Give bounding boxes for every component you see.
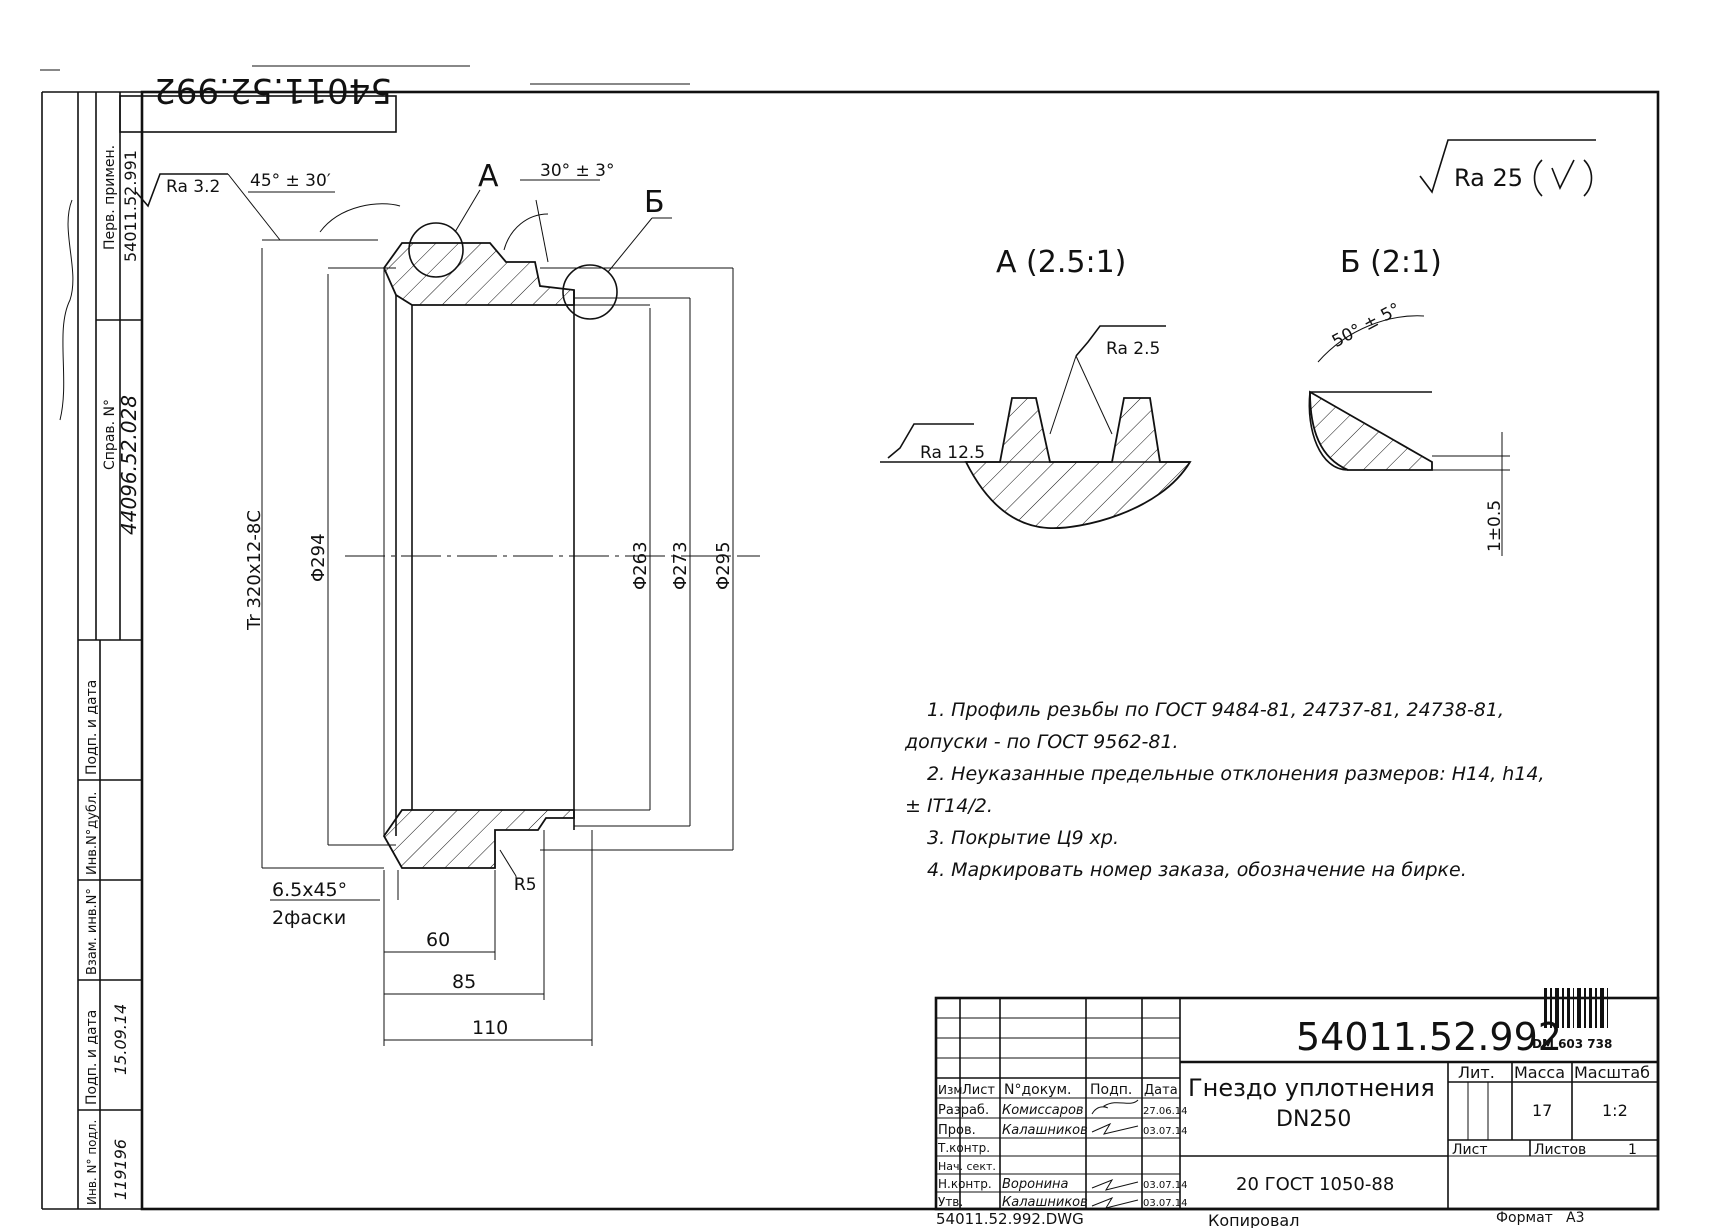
detail-a-title: А (2.5:1) — [996, 245, 1126, 280]
side-sprav-value: 44096.52.028 — [117, 395, 141, 535]
tb-row5-name: Калашников — [1002, 1195, 1088, 1210]
detail-a-flank-roughness: Ra 2.5 — [1106, 339, 1160, 359]
side-perv-primen-value: 54011.52.991 — [121, 150, 140, 262]
len85-text: 85 — [452, 971, 476, 993]
tb-col-list: Лист — [962, 1083, 995, 1098]
material-text: 20 ГОСТ 1050-88 — [1236, 1174, 1394, 1195]
tb-row3-role: Нач. сект. — [938, 1160, 996, 1173]
title-line2: DN250 — [1276, 1107, 1351, 1132]
side-sprav-label: Справ. N° — [102, 399, 118, 470]
barcode-number: DM 603 738 — [1532, 1037, 1612, 1051]
tb-row4-role: Н.контр. — [938, 1177, 992, 1191]
detail-a-view: А (2.5:1) Ra 12.5 Ra 2.5 — [880, 245, 1192, 530]
tb-row1-date: 03.07.14 — [1143, 1126, 1188, 1137]
detail-b-marker: Б — [644, 185, 665, 220]
tb-sheets-label: Листов — [1534, 1142, 1586, 1158]
tb-sheet-label: Лист — [1452, 1142, 1487, 1158]
chamfer-roughness-text: Ra 3.2 — [166, 177, 220, 197]
side-perv-primen-label: Перв. примен. — [102, 145, 118, 250]
tb-mass-value: 17 — [1532, 1101, 1552, 1120]
angle-groove-text: 30° ± 3° — [540, 161, 615, 181]
tb-row0-name: Комиссаров — [1002, 1103, 1084, 1118]
barcode — [1544, 988, 1608, 1028]
side-inv-value: 119196 — [111, 1139, 130, 1200]
side-inv-dubl-label: Инв.N°дубл. — [85, 792, 100, 875]
tb-row1-name: Калашников — [1002, 1123, 1088, 1138]
tb-signature-1 — [1091, 1099, 1139, 1115]
tb-row5-role: Утв. — [938, 1195, 963, 1209]
tb-signature-3 — [1091, 1178, 1139, 1191]
side-strip: Перв. примен. 54011.52.991 Справ. N° 440… — [41, 92, 142, 1209]
tb-lit-label: Лит. — [1458, 1063, 1495, 1082]
file-name-text: 54011.52.992.DWG — [936, 1210, 1084, 1228]
tb-row4-name: Воронина — [1002, 1177, 1069, 1192]
tb-scale-label: Масштаб — [1574, 1063, 1650, 1082]
part-section-view: А Б Ra 3.2 45° ± 30′ 30° ± 3° Tr 320x12-… — [135, 159, 760, 1046]
detail-b-title: Б (2:1) — [1340, 245, 1442, 280]
note-1-cont: допуски - по ГОСТ 9562-81. — [905, 731, 1179, 753]
side-date-value: 15.09.14 — [111, 1004, 130, 1075]
designation-stamp: 54011.52.992 — [119, 70, 397, 133]
tb-row4-date: 03.07.14 — [1143, 1180, 1188, 1191]
d273-text: Φ273 — [670, 541, 691, 590]
side-vzam-inv-label: Взам. инв.N° — [85, 888, 100, 975]
chamfer-note-text: 6.5x45° — [272, 879, 347, 901]
note-2: 2. Неуказанные предельные отклонения раз… — [927, 763, 1545, 785]
title-block: Изм Лист N°докум. Подп. Дата Разраб. Ком… — [934, 988, 1660, 1211]
radius-text: R5 — [514, 875, 537, 895]
tb-signature-2 — [1091, 1122, 1139, 1135]
angle-detail-b-text: 50° ± 5° — [1329, 299, 1404, 352]
sheet-frame — [42, 90, 1660, 1211]
detail-a-base-roughness: Ra 12.5 — [920, 443, 985, 463]
tb-col-izm: Изм — [938, 1083, 962, 1097]
tb-row5-date: 03.07.14 — [1143, 1198, 1188, 1209]
format-value: А3 — [1566, 1210, 1584, 1226]
tb-col-data: Дата — [1144, 1083, 1178, 1098]
side-podp-data-label: Подп. и дата — [84, 680, 100, 775]
side-podp-data-label-2: Подп. и дата — [84, 1010, 100, 1105]
note-1: 1. Профиль резьбы по ГОСТ 9484-81, 24737… — [927, 699, 1504, 721]
tb-col-podp: Подп. — [1090, 1082, 1132, 1098]
len60-text: 60 — [426, 929, 450, 951]
d263-text: Φ263 — [630, 541, 651, 590]
tb-row0-role: Разраб. — [938, 1103, 989, 1118]
detail-b-dim-text: 1±0.5 — [1485, 500, 1505, 552]
designation-text: 54011.52.992 — [1296, 1015, 1562, 1059]
side-signature — [59, 199, 74, 421]
d294-text: Φ294 — [308, 533, 329, 582]
format-label: Формат — [1496, 1210, 1553, 1226]
tb-row0-date: 27.06.14 — [1143, 1106, 1188, 1117]
note-2-cont: ± IT14/2. — [905, 795, 993, 817]
d295-text: Φ295 — [713, 541, 734, 590]
tb-mass-label: Масса — [1514, 1063, 1565, 1082]
scan-artifacts — [40, 65, 690, 85]
tb-col-doc: N°докум. — [1004, 1082, 1071, 1098]
copied-label: Копировал — [1208, 1211, 1299, 1228]
detail-b-view: Б (2:1) 50° ± 5° 1±0.5 — [1308, 245, 1510, 556]
general-roughness: Ra 25 — [1419, 139, 1596, 197]
title-line1: Гнездо уплотнения — [1188, 1074, 1435, 1102]
side-inv-podl-label: Инв. N° подл. — [85, 1120, 99, 1205]
tb-sheets-value: 1 — [1628, 1142, 1637, 1158]
len110-text: 110 — [472, 1017, 508, 1039]
angle-chamfer-text: 45° ± 30′ — [250, 171, 331, 191]
technical-notes: 1. Профиль резьбы по ГОСТ 9484-81, 24737… — [905, 694, 1605, 886]
thread-dim-text: Tr 320x12-8C — [244, 510, 265, 631]
designation-stamp-text: 54011.52.992 — [154, 70, 392, 110]
tb-signature-4 — [1091, 1196, 1139, 1209]
note-4: 4. Маркировать номер заказа, обозначение… — [927, 859, 1467, 881]
tb-row2-role: Т.контр. — [937, 1141, 990, 1155]
tb-row1-role: Пров. — [938, 1123, 976, 1138]
tb-scale-value: 1:2 — [1602, 1101, 1628, 1120]
chamfer-count-text: 2фаски — [272, 907, 346, 929]
general-roughness-text: Ra 25 — [1454, 164, 1523, 192]
note-3: 3. Покрытие Ц9 хр. — [927, 827, 1119, 849]
detail-a-marker: А — [478, 159, 499, 194]
